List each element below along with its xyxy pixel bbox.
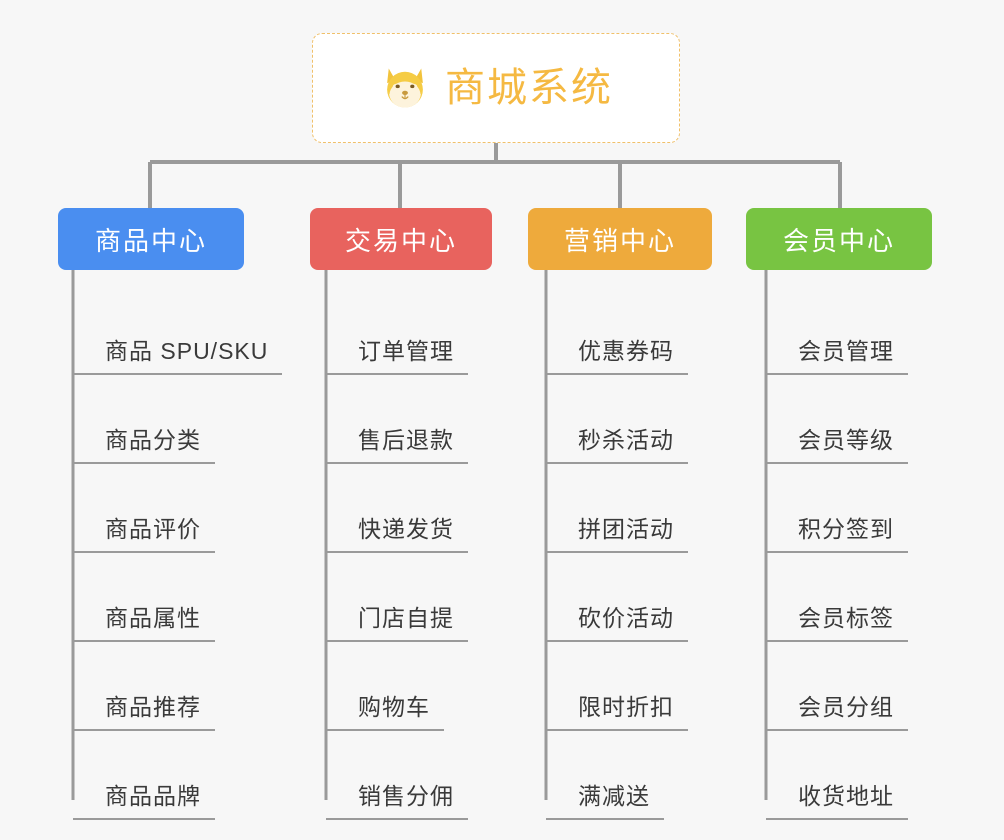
leaf-item[interactable]: 积分签到 (766, 464, 908, 553)
leaf-item-label: 秒杀活动 (546, 421, 688, 464)
category-header-member[interactable]: 会员中心 (746, 208, 932, 270)
leaf-item-label: 商品属性 (73, 599, 215, 642)
leaf-item-label: 销售分佣 (326, 777, 468, 820)
leaf-item[interactable]: 销售分佣 (326, 731, 468, 820)
leaf-item[interactable]: 快递发货 (326, 464, 468, 553)
leaf-item-label: 商品品牌 (73, 777, 215, 820)
leaf-item[interactable]: 商品分类 (73, 375, 282, 464)
leaf-item-label: 商品 SPU/SKU (73, 332, 283, 375)
leaf-item-label: 商品推荐 (73, 688, 215, 731)
root-node[interactable]: 商城系统 (312, 33, 680, 143)
shiba-dog-face-icon (387, 68, 423, 108)
leaf-column-trade: 订单管理 售后退款 快递发货 门店自提 购物车 销售分佣 (326, 286, 468, 820)
leaf-item-label: 订单管理 (326, 332, 468, 375)
leaf-item[interactable]: 商品评价 (73, 464, 282, 553)
leaf-item-label: 会员分组 (766, 688, 908, 731)
leaf-item-label: 商品分类 (73, 421, 215, 464)
category-header-label: 营销中心 (563, 225, 676, 256)
leaf-item[interactable]: 门店自提 (326, 553, 468, 642)
leaf-column-member: 会员管理 会员等级 积分签到 会员标签 会员分组 收货地址 (766, 286, 908, 820)
root-title: 商城系统 (445, 66, 613, 110)
leaf-item[interactable]: 满减送 (546, 731, 688, 820)
leaf-item[interactable]: 会员等级 (766, 375, 908, 464)
leaf-item-label: 砍价活动 (546, 599, 688, 642)
category-header-label: 交易中心 (344, 225, 457, 256)
leaf-item[interactable]: 商品 SPU/SKU (73, 286, 283, 375)
category-header-label: 会员中心 (782, 225, 895, 256)
leaf-item[interactable]: 限时折扣 (546, 642, 688, 731)
leaf-item-label: 会员等级 (766, 421, 908, 464)
leaf-item-label: 拼团活动 (546, 510, 688, 553)
leaf-item[interactable]: 拼团活动 (546, 464, 688, 553)
leaf-item[interactable]: 订单管理 (326, 286, 468, 375)
leaf-item-label: 商品评价 (73, 510, 215, 553)
leaf-item-label: 售后退款 (326, 421, 468, 464)
leaf-item-label: 优惠券码 (546, 332, 688, 375)
leaf-item[interactable]: 秒杀活动 (546, 375, 688, 464)
category-header-product[interactable]: 商品中心 (58, 208, 244, 270)
leaf-item-label: 积分签到 (766, 510, 908, 553)
leaf-item[interactable]: 购物车 (326, 642, 468, 731)
leaf-item[interactable]: 商品推荐 (73, 642, 282, 731)
leaf-item-label: 收货地址 (766, 777, 908, 820)
leaf-item[interactable]: 会员标签 (766, 553, 908, 642)
leaf-item-label: 购物车 (326, 688, 444, 731)
leaf-item[interactable]: 收货地址 (766, 731, 908, 820)
category-header-marketing[interactable]: 营销中心 (528, 208, 712, 270)
category-header-trade[interactable]: 交易中心 (310, 208, 492, 270)
leaf-item[interactable]: 砍价活动 (546, 553, 688, 642)
leaf-item-label: 限时折扣 (546, 688, 688, 731)
leaf-column-product: 商品 SPU/SKU 商品分类 商品评价 商品属性 商品推荐 商品品牌 (73, 286, 283, 820)
leaf-item-label: 会员标签 (766, 599, 908, 642)
category-header-label: 商品中心 (94, 225, 207, 256)
leaf-item[interactable]: 会员分组 (766, 642, 908, 731)
leaf-item-label: 门店自提 (326, 599, 468, 642)
leaf-item-label: 快递发货 (326, 510, 468, 553)
leaf-item[interactable]: 商品品牌 (73, 731, 282, 820)
leaf-item-label: 满减送 (546, 777, 664, 820)
leaf-item[interactable]: 会员管理 (766, 286, 908, 375)
leaf-item[interactable]: 商品属性 (73, 553, 282, 642)
leaf-column-marketing: 优惠券码 秒杀活动 拼团活动 砍价活动 限时折扣 满减送 (546, 286, 688, 820)
leaf-item[interactable]: 售后退款 (326, 375, 468, 464)
leaf-item[interactable]: 优惠券码 (546, 286, 688, 375)
leaf-item-label: 会员管理 (766, 332, 908, 375)
